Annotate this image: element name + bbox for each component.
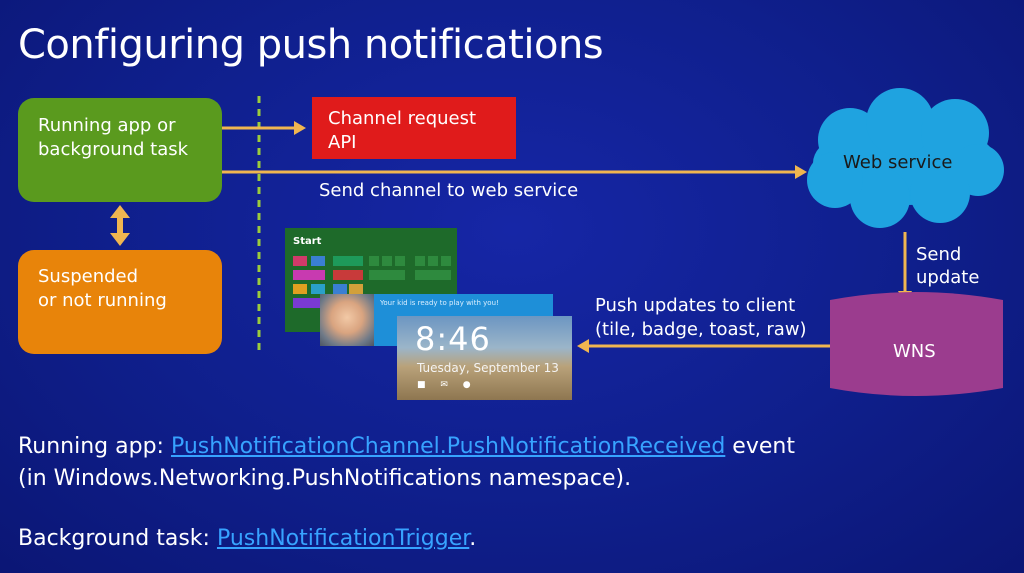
footer-background-suffix: . [469, 526, 477, 551]
send-update-label: Send update [916, 243, 1006, 289]
lock-screen-thumbnail: 8:46 Tuesday, September 13 ■ ✉ ● [397, 316, 572, 400]
push-notification-trigger-link[interactable]: PushNotificationTrigger [216, 526, 470, 551]
push-notification-received-link[interactable]: PushNotificationChannel.PushNotification… [170, 434, 726, 459]
lock-screen-time: 8:46 [415, 320, 491, 358]
running-app-box: Running app or background task [18, 98, 222, 202]
slide-title: Configuring push notifications [18, 22, 604, 68]
start-tile [349, 284, 363, 294]
start-tile [415, 270, 451, 280]
double-arrow-top [110, 205, 130, 218]
start-tile [293, 256, 307, 266]
start-tile [333, 256, 363, 266]
suspended-line2: or not running [38, 290, 167, 311]
web-service-cloud [807, 88, 1004, 228]
arrow-head-client [577, 339, 589, 353]
footer-running-app: Running app: PushNotificationChannel.Pus… [18, 434, 795, 459]
send-channel-label: Send channel to web service [319, 180, 579, 201]
start-tile [369, 270, 405, 280]
channel-request-line2: API [328, 132, 357, 153]
channel-request-box: Channel request API [312, 97, 516, 159]
footer-namespace: (in Windows.Networking.PushNotifications… [18, 466, 632, 491]
start-tile [293, 270, 325, 280]
running-app-line1: Running app or [38, 115, 176, 136]
suspended-box: Suspended or not running [18, 250, 222, 354]
start-tile [441, 256, 451, 266]
running-app-line2: background task [38, 139, 189, 160]
wns-label: WNS [893, 341, 936, 362]
web-service-label: Web service [843, 152, 953, 173]
lock-screen-date: Tuesday, September 13 [417, 361, 559, 375]
start-tile [293, 284, 307, 294]
start-tile [311, 284, 325, 294]
arrow-head-channel-api [294, 121, 306, 135]
arrow-head-web-service [795, 165, 807, 179]
suspended-line1: Suspended [38, 266, 139, 287]
send-update-line2: update [916, 267, 980, 288]
toast-photo [320, 294, 374, 346]
double-arrow-bottom [110, 233, 130, 246]
channel-request-line1: Channel request [328, 108, 477, 129]
footer-background-prefix: Background task: [18, 526, 217, 551]
start-screen-label: Start [293, 236, 322, 247]
start-tile [395, 256, 405, 266]
start-tile [333, 284, 347, 294]
footer-background-task: Background task: PushNotificationTrigger… [18, 526, 476, 551]
push-updates-line1: Push updates to client [595, 295, 796, 316]
toast-text: Your kid is ready to play with you! [380, 299, 499, 307]
start-tile [382, 256, 392, 266]
footer-running-prefix: Running app: [18, 434, 171, 459]
start-tile [415, 256, 425, 266]
lock-screen-status-icons: ■ ✉ ● [417, 380, 477, 390]
start-tile [311, 256, 325, 266]
start-tile [428, 256, 438, 266]
push-updates-line2: (tile, badge, toast, raw) [595, 319, 807, 340]
send-update-line1: Send [916, 244, 962, 265]
start-tile [333, 270, 363, 280]
start-tile [293, 298, 325, 308]
wns-shape [830, 292, 1003, 396]
start-tile [369, 256, 379, 266]
footer-running-suffix: event [725, 434, 795, 459]
push-updates-label: Push updates to client (tile, badge, toa… [595, 294, 807, 342]
